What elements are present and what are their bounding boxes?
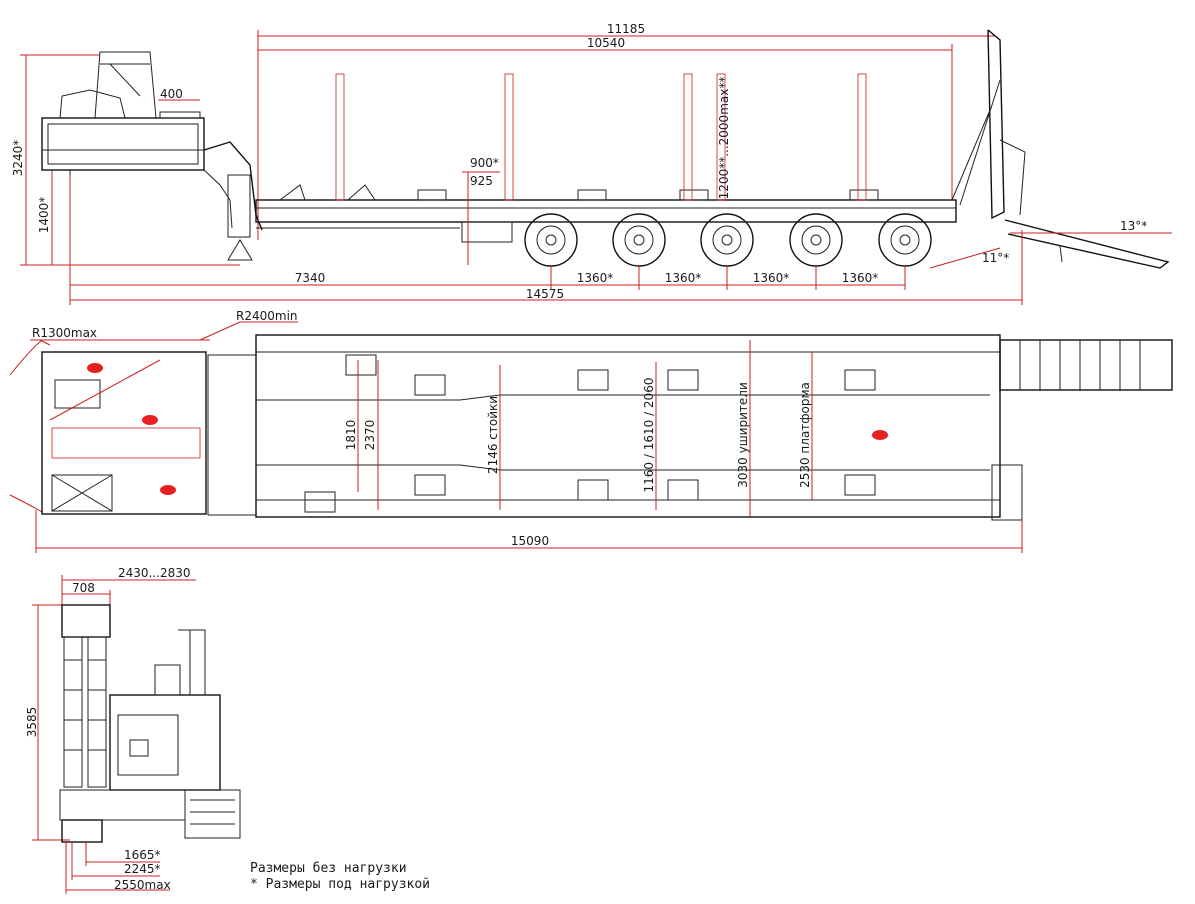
dim-platform-width: 2530 платформа — [798, 382, 812, 488]
dim-track-1: 1665* — [124, 848, 161, 862]
front-view: 2430...2830 708 3585 1665* 224 — [25, 566, 241, 894]
dim-extender-width: 3030 уширители — [736, 382, 750, 488]
notes: Размеры без нагрузки * Размеры под нагру… — [250, 861, 430, 892]
dim-axle-spacing-1: 1360* — [577, 271, 614, 285]
dim-axle-spacing-3: 1360* — [753, 271, 790, 285]
dim-deck-height: 925 — [470, 174, 493, 188]
axles — [524, 213, 932, 267]
dim-stake-height: 1200**...2000max** — [717, 77, 731, 200]
dim-fifth-wheel-height: 1400* — [37, 197, 51, 234]
dim-axle-spacing-4: 1360* — [842, 271, 879, 285]
dim-front-height: 3585 — [25, 707, 39, 738]
dim-track-2: 2245* — [124, 862, 161, 876]
dim-turn-radius-front: R1300max — [32, 326, 97, 340]
dim-stake-width: 2146 стойки — [486, 396, 500, 474]
dim-platform-length: 10540 — [587, 36, 625, 50]
dim-2370: 2370 — [363, 420, 377, 451]
dim-1810: 1810 — [344, 420, 358, 451]
dim-extension-widths: 1160 / 1610 / 2060 — [642, 378, 656, 493]
dim-crane-width: 400 — [160, 87, 183, 101]
dim-turn-radius-min: R2400min — [236, 309, 298, 323]
dim-708: 708 — [72, 581, 95, 595]
note-loaded: * Размеры под нагрузкой — [250, 877, 430, 892]
dim-width-range: 2430...2830 — [118, 566, 191, 580]
deck-brackets — [414, 369, 876, 501]
top-view: R1300max R2400min — [9, 309, 1173, 553]
dim-max-width: 2550max — [114, 878, 171, 892]
stakes — [335, 73, 867, 201]
dim-overall-length-top: 11185 — [607, 22, 645, 36]
dim-axle-spacing-2: 1360* — [665, 271, 702, 285]
dim-overall-length-bottom: 14575 — [526, 287, 564, 301]
dim-front-height: 3240* — [11, 140, 25, 177]
dim-overall-length: 15090 — [511, 534, 549, 548]
side-view: 11185 10540 3240* 1400* 400 — [11, 22, 1172, 305]
dim-kingpin-to-axle: 7340 — [295, 271, 326, 285]
dim-rear-angle: 11°* — [982, 251, 1009, 265]
dim-ramp-angle: 13°* — [1120, 219, 1147, 233]
dim-deck-height-loaded: 900* — [470, 156, 499, 170]
note-unloaded: Размеры без нагрузки — [250, 861, 407, 876]
